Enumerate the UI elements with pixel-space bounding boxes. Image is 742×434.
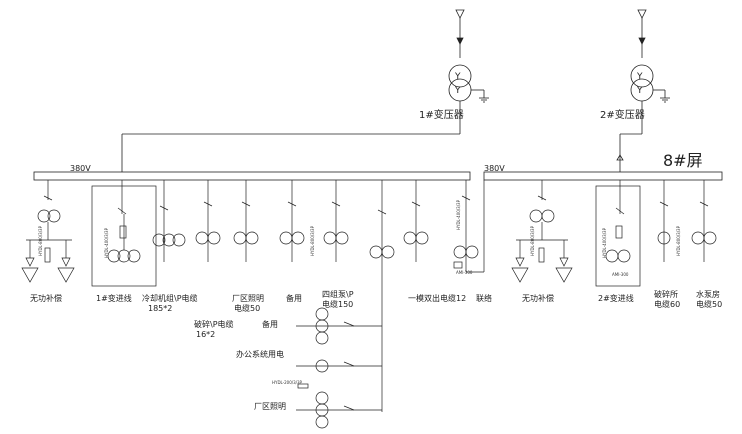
label-crusher-2: 16*2 — [196, 330, 216, 339]
label-plant-light-2: 电缆50 — [234, 304, 261, 313]
device-code-pump4: HYDL-800/3/3P — [310, 226, 315, 256]
transformer-2-label: 2#变压器 — [600, 110, 645, 121]
screen-label: 8#屏 — [663, 151, 703, 170]
feeder-dual-out — [403, 180, 429, 262]
antenna-symbol-1 — [455, 9, 465, 19]
svg-text:Y: Y — [636, 86, 643, 96]
label-comp-left: 无功补偿 — [30, 294, 62, 303]
label-comp-right: 无功补偿 — [522, 294, 554, 303]
feeder-comp-left — [21, 180, 75, 283]
svg-text:Y: Y — [454, 72, 461, 82]
label-crusher-station: 破碎所 — [654, 290, 678, 299]
bus-right-voltage: 380V — [484, 164, 505, 173]
feeder-crusher-station — [657, 180, 671, 262]
feeder-water-pump — [691, 180, 717, 262]
meter-code-incoming-2: AMI-300 — [612, 272, 629, 277]
label-crusher: 破碎\P电缆 — [194, 320, 234, 329]
label-tie: 联络 — [476, 294, 492, 303]
branch-light — [296, 383, 382, 429]
label-branch-spare: 备用 — [262, 320, 278, 329]
label-crusher-station-2: 电缆60 — [654, 300, 681, 309]
label-cooling: 冷却机组\P电缆 — [142, 294, 198, 303]
label-spare-1: 备用 — [286, 294, 302, 303]
label-branch-office: 办公系统用电 — [236, 350, 284, 359]
label-water-pump-2: 电缆50 — [696, 300, 723, 309]
label-dual-out: 一模双出电缆12 — [408, 294, 467, 303]
busbar-right — [483, 171, 723, 181]
feeder-comp-right — [511, 180, 573, 283]
feeder-plant-light — [195, 180, 221, 262]
device-code-incoming-2: HYDL-400/3/3P — [602, 228, 607, 258]
label-plant-light: 厂区照明 — [232, 294, 264, 303]
transformer-1 — [121, 9, 489, 172]
meter-code-tie: AMI-300 — [456, 270, 473, 275]
label-incoming-2: 2#变进线 — [598, 294, 634, 303]
label-branch-light: 厂区照明 — [254, 402, 286, 411]
antenna-symbol-2 — [637, 9, 647, 19]
device-code-comp-right: HYDL-800/3/3P — [530, 226, 535, 256]
feeder-spare-1 — [233, 180, 259, 262]
branch-office — [296, 359, 382, 373]
label-incoming-1: 1#变进线 — [96, 294, 132, 303]
label-water-pump: 水泵房 — [696, 290, 720, 299]
busbar-left — [33, 171, 471, 181]
feeder-incoming-1 — [91, 180, 157, 287]
feeder-crusher — [369, 180, 395, 412]
label-cooling-2: 185*2 — [148, 304, 173, 313]
feeder-tie — [453, 180, 485, 273]
feeder-pump4 — [323, 180, 349, 262]
transformer-2 — [616, 9, 670, 172]
transformer-1-label: 1#变压器 — [419, 110, 464, 121]
device-code-tie: HYDL-400/3/3P — [456, 200, 461, 230]
feeder-cooling — [152, 180, 186, 262]
label-pump4: 四组泵\P — [322, 290, 354, 299]
device-code-branch-light: HYDL-200/3/3P — [272, 380, 302, 385]
feeder-incoming-2 — [595, 180, 641, 287]
device-code-crusher-station: HYDL-800/3/3P — [676, 226, 681, 256]
svg-text:Y: Y — [636, 72, 643, 82]
feeder-spare-2 — [279, 180, 305, 262]
bus-left-voltage: 380V — [70, 164, 91, 173]
branch-spare — [296, 307, 382, 345]
device-code-comp-left: HYDL-800/3/3P — [38, 226, 43, 256]
svg-text:Y: Y — [454, 86, 461, 96]
label-pump4-2: 电缆150 — [322, 300, 354, 309]
device-code-incoming-1: HYDL-400/3/3P — [104, 228, 109, 258]
